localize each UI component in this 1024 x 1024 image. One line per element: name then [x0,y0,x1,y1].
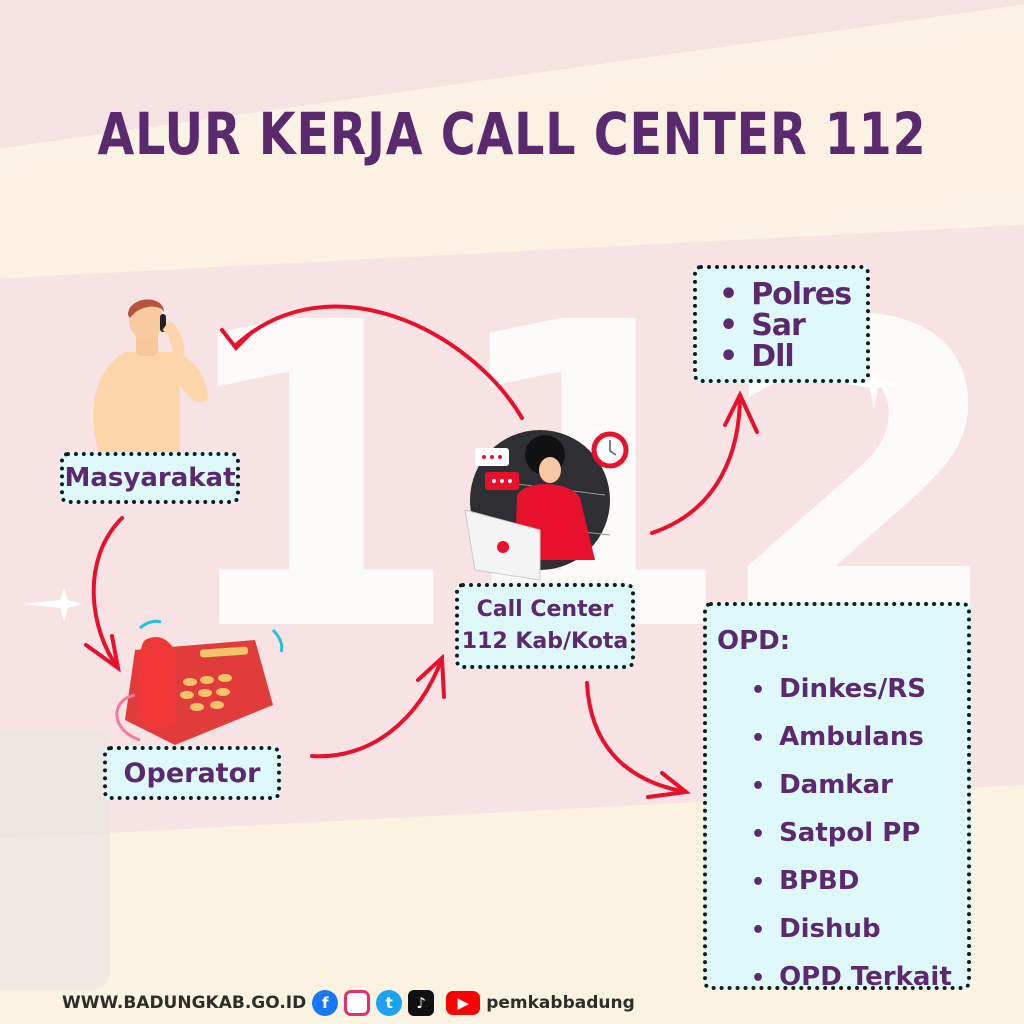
youtube-icon[interactable]: ▶ [446,991,481,1015]
list-item: Polres [719,279,866,310]
social-handle[interactable]: pemkabbadung [486,993,635,1013]
node-call-center: Call Center 112 Kab/Kota [455,583,635,669]
list-item: OPD Terkait [717,954,967,1002]
background-phone-shape [0,730,110,990]
list-item: Dll [719,341,866,372]
list-item: Satpol PP [717,810,967,858]
arrow-operator-to-callcenter [310,656,444,759]
sparkle-icons [22,372,900,622]
node-operator-label: Operator [123,757,261,789]
list-item: Sar [719,310,866,341]
arrow-masyarakat-to-operator [91,516,124,670]
list-item: BPBD [717,858,967,906]
man-on-phone-icon [93,299,208,455]
list-item: Damkar [717,762,967,810]
list-item: Dinkes/RS [717,666,967,714]
twitter-icon[interactable]: t [376,990,403,1016]
arrow-callcenter-to-masyarakat [234,304,524,420]
node-operator: Operator [103,746,281,800]
list-item: Ambulans [717,714,967,762]
page-title: ALUR KERJA CALL CENTER 112 [97,100,927,168]
instagram-icon[interactable] [344,990,371,1016]
opd-list: Dinkes/RS Ambulans Damkar Satpol PP BPBD… [717,666,967,1002]
facebook-icon[interactable]: f [312,990,339,1016]
node-masyarakat-label: Masyarakat [64,463,236,493]
agencies-top-list: Polres Sar Dll [719,279,866,372]
red-desk-telephone-icon [115,619,284,745]
website-link[interactable]: WWW.BADUNGKAB.GO.ID [62,993,307,1013]
call-center-agent-icon [464,430,629,581]
opd-heading: OPD: [717,626,791,656]
node-call-center-line2: 112 Kab/Kota [461,629,629,654]
list-item: Dishub [717,906,967,954]
node-masyarakat: Masyarakat [60,452,240,504]
node-opd: OPD: Dinkes/RS Ambulans Damkar Satpol PP… [703,602,971,992]
tiktok-icon[interactable]: ♪ [408,990,435,1016]
arrow-callcenter-to-polres [650,393,742,535]
node-call-center-line1: Call Center [476,597,614,622]
arrow-callcenter-to-opd [585,681,688,794]
node-agencies-top: Polres Sar Dll [693,265,870,383]
footer: WWW.BADUNGKAB.GO.ID f t ♪ ▶ pemkabbadung [62,990,635,1016]
